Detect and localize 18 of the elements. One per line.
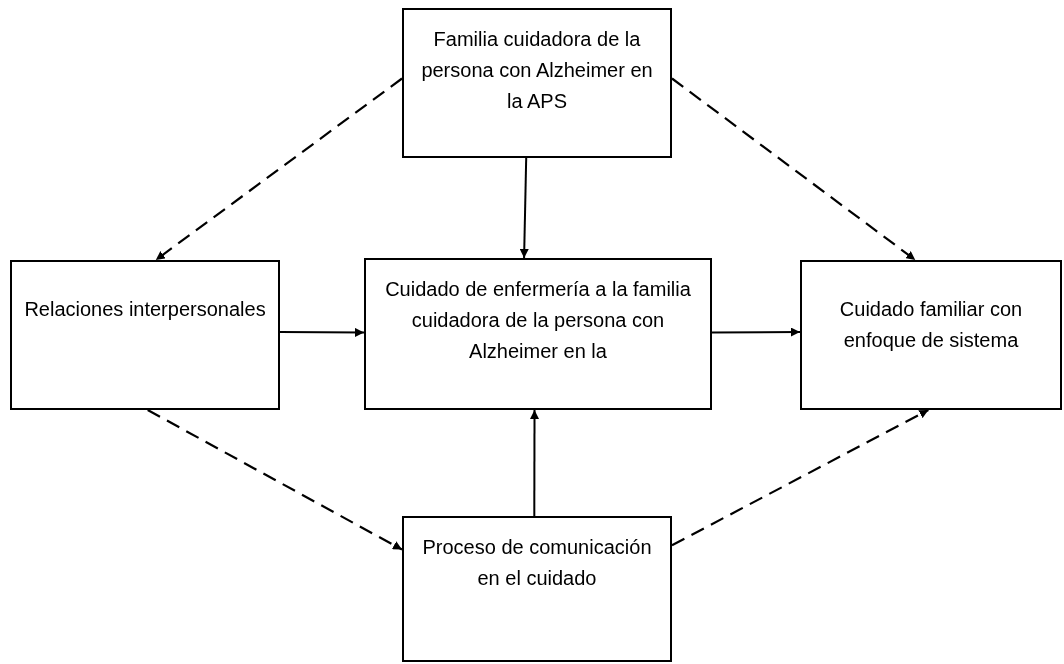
arrow xyxy=(530,409,539,517)
dashed-arrow xyxy=(147,409,403,551)
concept-box xyxy=(10,260,280,410)
concept-box xyxy=(402,8,672,158)
arrow xyxy=(711,327,801,337)
box-text: Relaciones interpersonales xyxy=(24,297,266,322)
concept-box xyxy=(800,260,1062,410)
dashed-arrow xyxy=(671,409,929,547)
dashed-arrow xyxy=(155,77,403,261)
concept-box xyxy=(402,516,672,662)
arrow xyxy=(279,327,365,337)
box-text: Proceso de comunicación en el cuidado xyxy=(421,535,653,591)
dashed-arrow xyxy=(671,77,916,261)
box-text: Cuidado familiar con enfoque de sistema xyxy=(838,297,1024,353)
box-text: Familia cuidadora de la persona con Alzheimer en la APS xyxy=(420,27,654,114)
arrow xyxy=(519,157,529,259)
box-text: Cuidado de enfermería a la familia cuidadora de la persona con Alzheimer en la xyxy=(384,277,692,364)
concept-box xyxy=(364,258,712,410)
